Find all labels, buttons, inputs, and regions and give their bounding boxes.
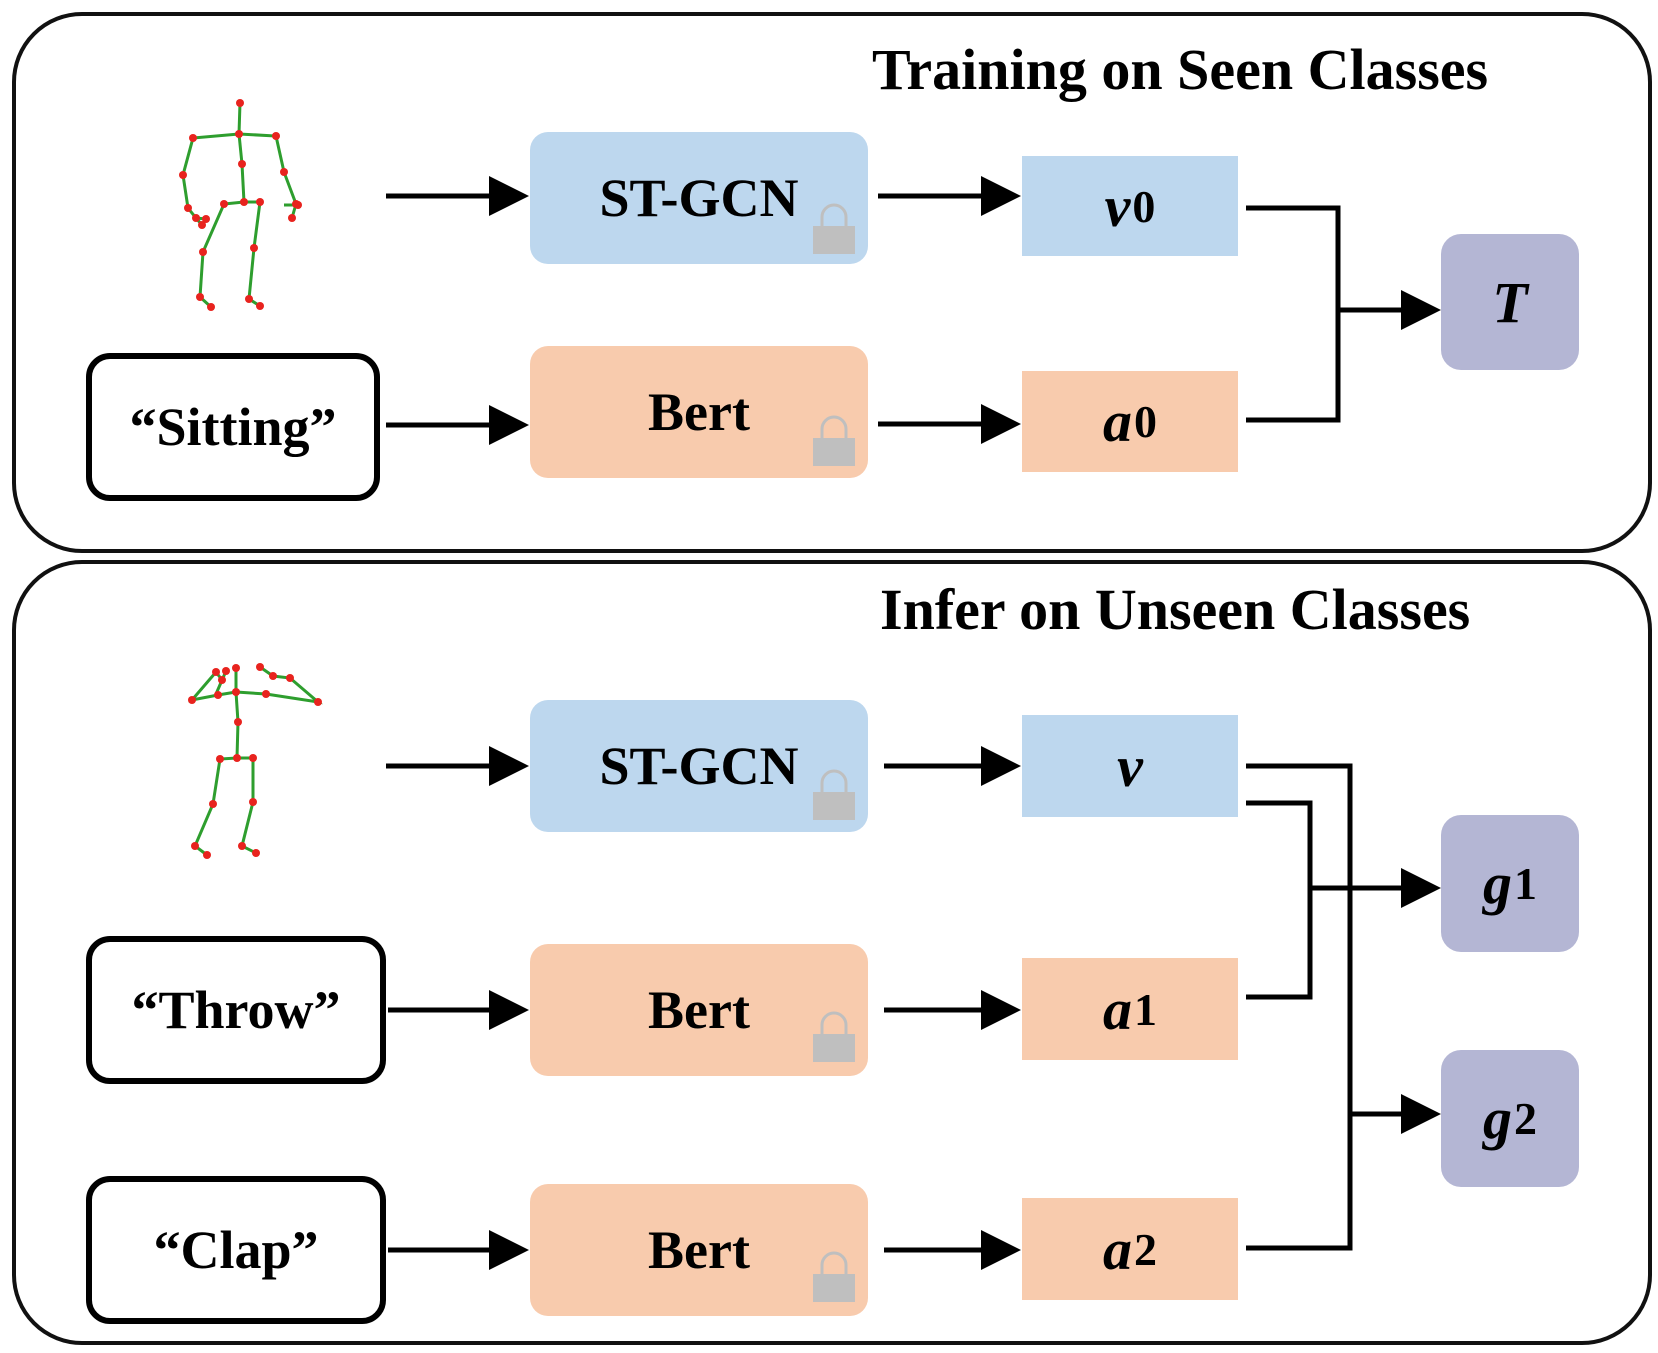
merge-bracket-v-a2 bbox=[1246, 763, 1353, 1251]
text-input-throw: “Throw” bbox=[86, 936, 386, 1084]
text-input-label: “Clap” bbox=[153, 1220, 319, 1280]
stgcn-encoder-train: ST-GCN bbox=[530, 132, 868, 264]
text-input-label: “Sitting” bbox=[129, 397, 337, 457]
lock-icon bbox=[813, 415, 855, 466]
lock-icon bbox=[813, 769, 855, 820]
stgcn-label: ST-GCN bbox=[599, 168, 799, 228]
output-symbol: g bbox=[1483, 1086, 1512, 1151]
bert-label: Bert bbox=[648, 1220, 750, 1280]
stgcn-encoder-infer: ST-GCN bbox=[530, 700, 868, 832]
text-input-clap: “Clap” bbox=[86, 1176, 386, 1324]
feature-subscript: 0 bbox=[1132, 180, 1156, 232]
merge-bracket-v-a1 bbox=[1246, 800, 1313, 1000]
inference-title: Infer on Unseen Classes bbox=[880, 577, 1471, 642]
bert-label: Bert bbox=[648, 382, 750, 442]
feature-symbol: a bbox=[1103, 389, 1132, 454]
visual-feature-v: v bbox=[1022, 715, 1238, 817]
feature-symbol: a bbox=[1103, 1216, 1132, 1282]
stgcn-label: ST-GCN bbox=[599, 736, 799, 796]
output-symbol: g bbox=[1483, 851, 1512, 916]
feature-subscript: 0 bbox=[1134, 396, 1157, 447]
feature-symbol: v bbox=[1117, 733, 1143, 799]
output-T: T bbox=[1441, 234, 1579, 370]
training-title: Training on Seen Classes bbox=[872, 37, 1489, 102]
skeleton-joints bbox=[188, 663, 322, 859]
lock-icon bbox=[813, 1011, 855, 1062]
feature-symbol: a bbox=[1103, 976, 1132, 1042]
feature-subscript: 1 bbox=[1134, 983, 1157, 1035]
output-subscript: 1 bbox=[1514, 858, 1537, 909]
inference-panel bbox=[12, 560, 1652, 1345]
output-symbol: T bbox=[1492, 269, 1528, 335]
bert-encoder-train: Bert bbox=[530, 346, 868, 478]
text-input-label: “Throw” bbox=[131, 980, 341, 1040]
merge-bracket-top bbox=[1246, 205, 1341, 423]
feature-symbol: v bbox=[1104, 173, 1131, 239]
skeleton-joints bbox=[179, 99, 302, 311]
bert-encoder-throw: Bert bbox=[530, 944, 868, 1076]
feature-subscript: 2 bbox=[1134, 1223, 1157, 1275]
text-input-sitting: “Sitting” bbox=[86, 353, 380, 501]
output-subscript: 2 bbox=[1514, 1093, 1537, 1144]
bert-encoder-clap: Bert bbox=[530, 1184, 868, 1316]
bert-label: Bert bbox=[648, 980, 750, 1040]
lock-icon bbox=[813, 203, 855, 254]
lock-icon bbox=[813, 1251, 855, 1302]
training-panel bbox=[12, 12, 1652, 553]
